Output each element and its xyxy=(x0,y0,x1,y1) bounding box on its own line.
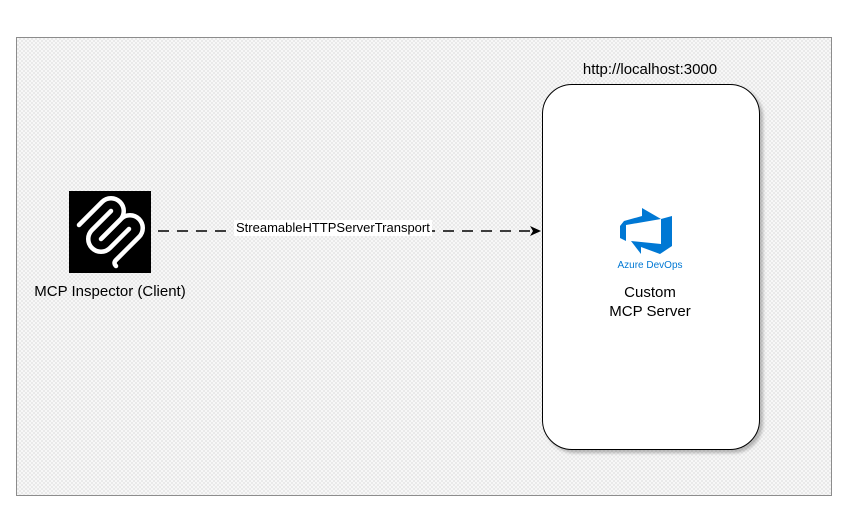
server-title: Custom MCP Server xyxy=(550,283,750,321)
server-title-line-1: Custom xyxy=(624,284,676,301)
server-url-label: http://localhost:3000 xyxy=(582,61,718,78)
server-node xyxy=(542,84,760,450)
connection-label: StreamableHTTPServerTransport xyxy=(234,220,432,236)
mcp-logo-icon xyxy=(69,191,151,273)
azure-devops-label: Azure DevOps xyxy=(617,260,683,271)
client-label: MCP Inspector (Client) xyxy=(34,283,186,300)
azure-devops-icon xyxy=(620,208,676,254)
connection-arrowhead xyxy=(530,226,541,236)
server-title-line-2: MCP Server xyxy=(609,303,691,320)
